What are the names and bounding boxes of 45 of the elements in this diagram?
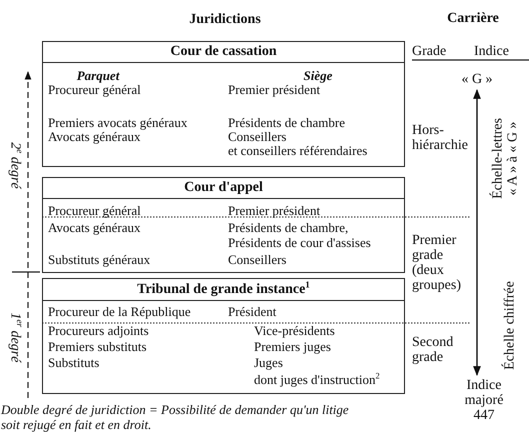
column-title: Carrière xyxy=(446,11,500,26)
scale-value: Indice majoré 447 xyxy=(464,378,504,423)
position-title: Procureur général xyxy=(48,204,141,218)
column-heading: Siège xyxy=(302,69,334,83)
position-title: Substituts xyxy=(48,356,100,370)
position-title: Présidents de cour d'assises xyxy=(228,236,371,250)
scale-arrow xyxy=(473,89,481,376)
position-title: Présidents de chambre, xyxy=(228,221,348,235)
position-title: Premier président xyxy=(228,204,320,218)
court-box xyxy=(42,177,405,273)
position-title: Conseillers xyxy=(228,253,286,267)
scale-label: Échelle chiffrée xyxy=(502,280,518,372)
grade-label: Hors-hiérarchie xyxy=(412,123,469,153)
position-title: Conseillers xyxy=(228,130,286,144)
position-title: Avocats généraux xyxy=(48,221,141,235)
court-name: Cour de cassation xyxy=(43,42,404,63)
court-box xyxy=(42,278,405,394)
position-title: Premiers avocats généraux xyxy=(48,116,188,130)
position-title: Substituts généraux xyxy=(48,253,150,267)
position-title: Premiers juges xyxy=(254,340,331,354)
scale-value: « G » xyxy=(460,72,494,87)
position-title: Premier président xyxy=(228,83,320,97)
position-title: Juges xyxy=(254,356,283,370)
position-title: Vice-présidents xyxy=(254,324,335,338)
position-title: Procureur général xyxy=(48,83,141,97)
court-box xyxy=(42,41,405,167)
scale-label: « A » à « G » xyxy=(506,120,520,198)
position-title: Procureurs adjoints xyxy=(48,324,149,338)
scale-label: Échelle-lettres xyxy=(490,117,506,201)
footnote: Double degré de juridiction = Possibilité de demander qu'un litige soit rejugé en fait et en droit. xyxy=(1,402,350,432)
column-title: Juridictions xyxy=(188,12,262,27)
position-title: Présidents de chambre xyxy=(228,116,345,130)
position-title: Procureur de la République xyxy=(48,305,191,319)
position-title: Avocats généraux xyxy=(48,130,141,144)
column-heading: Grade xyxy=(412,44,448,59)
position-title: Premiers substituts xyxy=(48,340,147,354)
position-title: Président xyxy=(228,305,276,319)
court-name: Tribunal de grande instance$^{1}$ xyxy=(43,279,404,301)
court-name: Cour d'appel xyxy=(43,178,404,199)
grade-label: Premier grade (deux groupes) xyxy=(412,233,462,293)
position-title: et conseillers référendaires xyxy=(228,144,368,158)
column-heading: Indice xyxy=(474,44,510,59)
grade-label: Second grade xyxy=(412,335,454,365)
column-heading: Parquet xyxy=(76,69,121,83)
position-title: dont juges d'instruction$^{2}$ xyxy=(254,373,380,387)
